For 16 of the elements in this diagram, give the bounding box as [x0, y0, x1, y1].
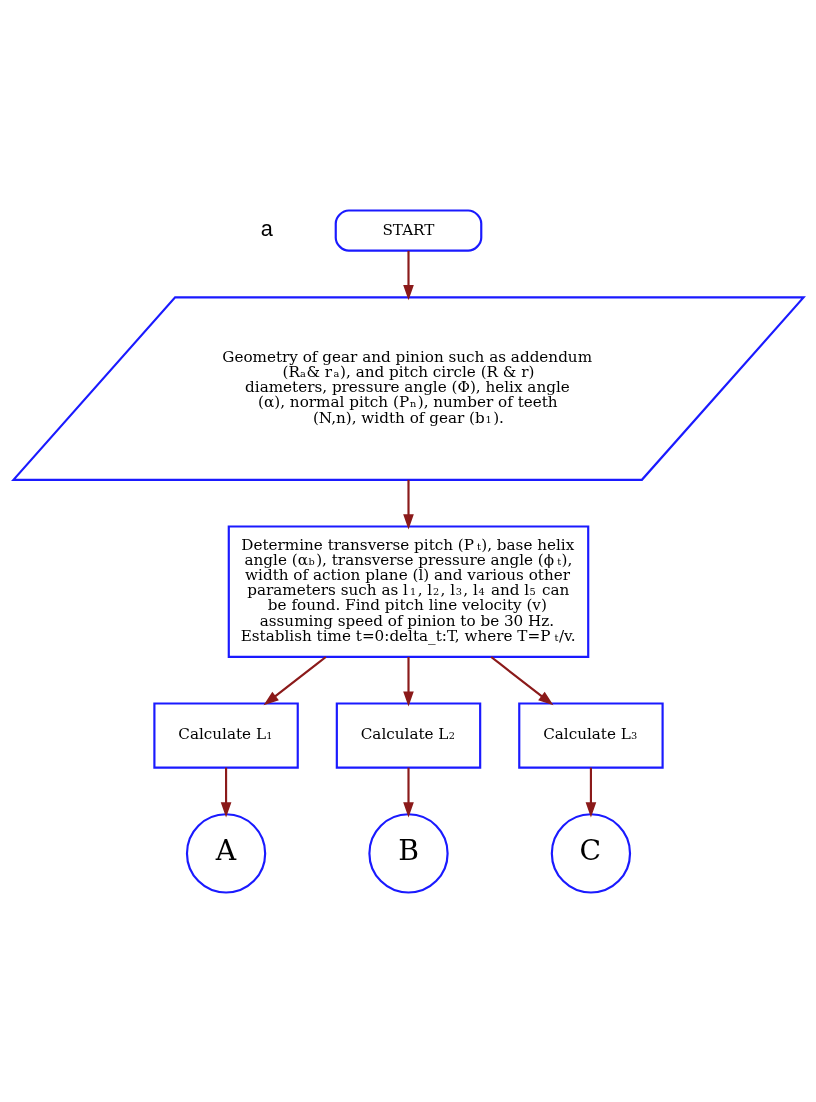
- arrow: [402, 656, 414, 707]
- node-circle: C: [550, 812, 631, 894]
- node-box: Calculate L3: [517, 701, 664, 769]
- node-box: Calculate L1: [152, 701, 299, 769]
- arrow: [402, 479, 414, 530]
- arrow: [263, 655, 326, 705]
- label: a: [260, 215, 273, 241]
- node-box: Calculate L2: [335, 701, 481, 769]
- node-box: START: [334, 208, 482, 252]
- arrow: [490, 655, 553, 705]
- node-circle: B: [367, 812, 449, 894]
- arrow: [402, 767, 414, 817]
- arrow: [585, 767, 596, 817]
- arrow: [220, 767, 231, 817]
- node-circle: A: [185, 812, 266, 894]
- arrow: [402, 250, 414, 300]
